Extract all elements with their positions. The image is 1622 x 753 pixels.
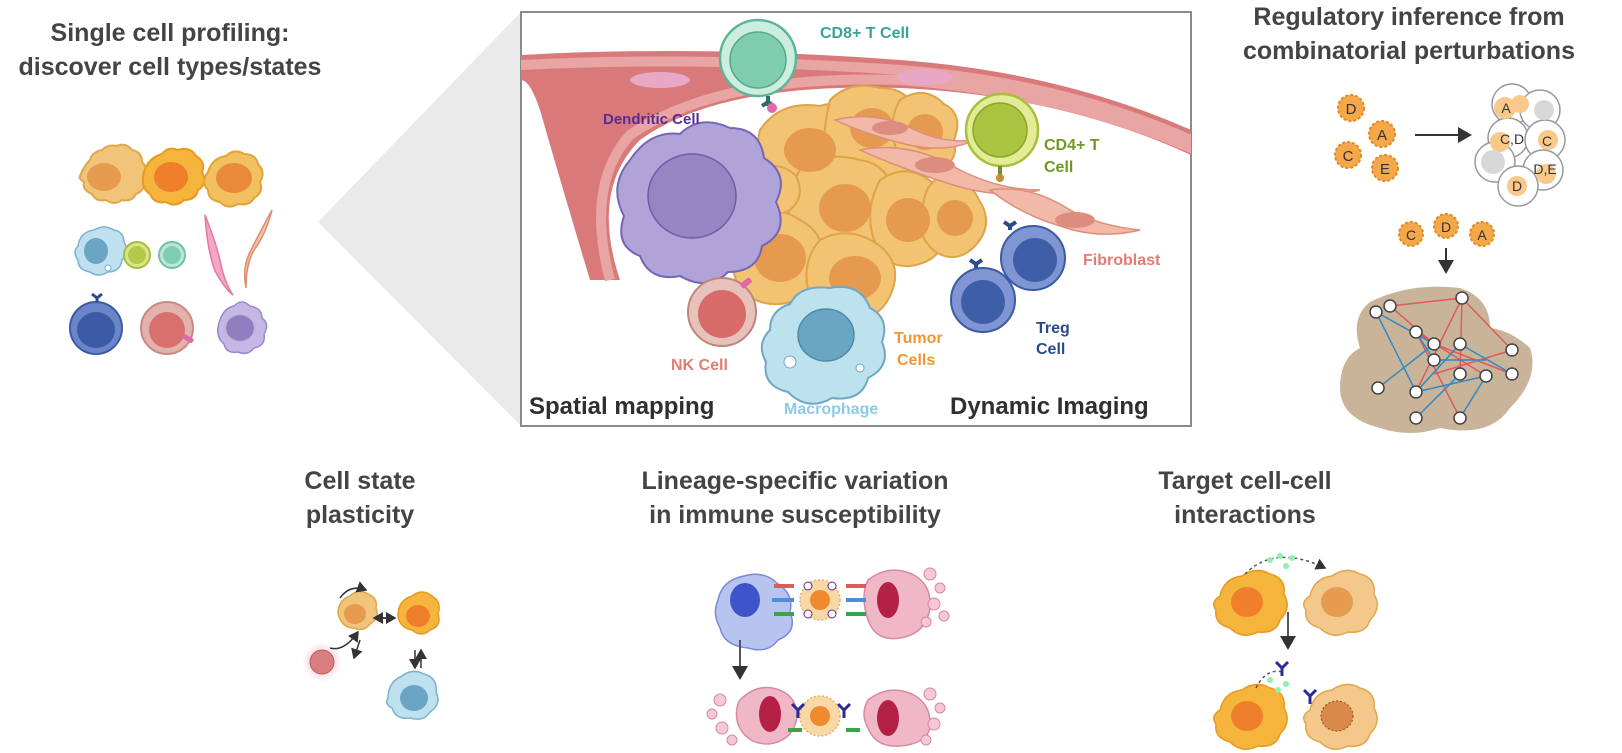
fibroblast-nuclei [872,121,1095,228]
regulatory-heading-line1: Regulatory inference from [1253,3,1565,31]
treg-cell-label-line1: Treg [1036,320,1070,337]
treg-cell-label-line2: Cell [1036,341,1065,358]
plasticity-diagram [302,581,440,720]
microenvironment-scene [521,18,1191,405]
perturbation-e-icon: E [1371,154,1399,182]
regulatory-heading: Regulatory inference from combinatorial … [1196,0,1622,68]
single-cell-heading-line2: discover cell types/states [18,53,322,81]
perturbation-combo: C D A [1398,213,1495,247]
svg-text:A: A [1477,227,1487,243]
nk-cell-label: NK Cell [671,357,728,374]
treg-cell-icon [69,292,123,355]
lineage-diagram [706,567,950,747]
svg-text:A: A [1501,100,1511,116]
endothelial-cell [630,72,690,88]
perturbation-d-icon: D [1433,213,1459,239]
dynamic-imaging-label: Dynamic Imaging [950,393,1149,420]
receptor-ligands [772,581,866,619]
endothelial-cell [897,69,953,85]
tumor-cell-icon [78,143,148,204]
perturbation-c-icon: C [1398,221,1424,247]
tumor-cells-label-line2: Cells [897,352,935,369]
single-cell-heading: Single cell profiling: discover cell typ… [0,16,340,84]
cd4-t-cell-label-line1: CD4+ T [1044,137,1100,154]
cd4-t-cell [964,92,1040,182]
tumor-cells-label-line1: Tumor [894,330,943,347]
cd4-t-cell-nucleus [128,246,146,264]
svg-text:A: A [1377,127,1387,144]
svg-text:C: C [1406,227,1416,243]
cell-type-gallery [69,143,273,355]
gene-network-edges [1375,297,1513,419]
macrophage-icon [74,226,128,276]
spatial-mapping-label: Spatial mapping [529,393,714,420]
vessel-wall [521,56,1191,282]
plasticity-heading-line1: Cell state [304,467,416,495]
svg-text:D: D [1441,219,1451,235]
dendritic-cell [616,121,782,284]
target-heading-line2: interactions [1174,501,1316,529]
nk-cell-icon [140,301,194,355]
plasticity-heading-line2: plasticity [305,501,415,529]
macrophage-cell [760,286,886,405]
perturbation-a-icon: A [1368,120,1396,148]
well-contents: A C,D C D,E D [1481,95,1558,196]
target-interaction-diagram [1213,553,1378,750]
fibroblast-label: Fibroblast [1083,252,1161,269]
target-heading: Target cell-cell interactions [1120,464,1370,532]
svg-text:C: C [1343,148,1354,165]
svg-text:D: D [1346,101,1357,118]
tumor-cell-icon [141,147,206,206]
nk-cell [687,277,757,347]
svg-text:D,E: D,E [1533,161,1556,177]
svg-text:E: E [1380,161,1390,178]
perturbation-singles: D A C E [1334,94,1399,182]
fibroblast-icon [204,214,234,296]
tumor-cell-icon [203,150,264,208]
treg-cells [950,220,1066,333]
cd8-t-cell-nucleus [163,246,181,264]
cd4-t-cell-label-line2: Cell [1044,159,1073,176]
svg-text:C: C [1542,133,1552,149]
lineage-heading-line2: in immune susceptibility [649,501,941,529]
macrophage-label: Macrophage [784,401,878,418]
dendritic-cell-icon [217,301,268,355]
perturbation-a-icon: A [1469,221,1495,247]
regulatory-heading-line2: combinatorial perturbations [1243,37,1575,65]
svg-text:C,D: C,D [1500,131,1524,147]
perturbation-d-icon: D [1337,94,1365,122]
svg-text:D: D [1512,178,1522,194]
lineage-heading-line1: Lineage-specific variation [641,467,949,495]
perturbation-c-icon: C [1334,141,1362,169]
plasticity-heading: Cell state plasticity [260,464,460,532]
gene-network-nodes [1369,291,1519,425]
antibodies [790,702,852,718]
cd8-t-cell-label: CD8+ T Cell [820,25,909,42]
dendritic-cell-label: Dendritic Cell [603,111,700,128]
zoom-funnel [318,12,521,426]
fibroblast-cells [832,115,1141,235]
single-cell-heading-line1: Single cell profiling: [50,19,290,47]
target-heading-line1: Target cell-cell [1158,467,1332,495]
cd8-t-cell [718,18,798,113]
lineage-heading: Lineage-specific variation in immune sus… [610,464,980,532]
fibroblast-icon [243,209,273,289]
